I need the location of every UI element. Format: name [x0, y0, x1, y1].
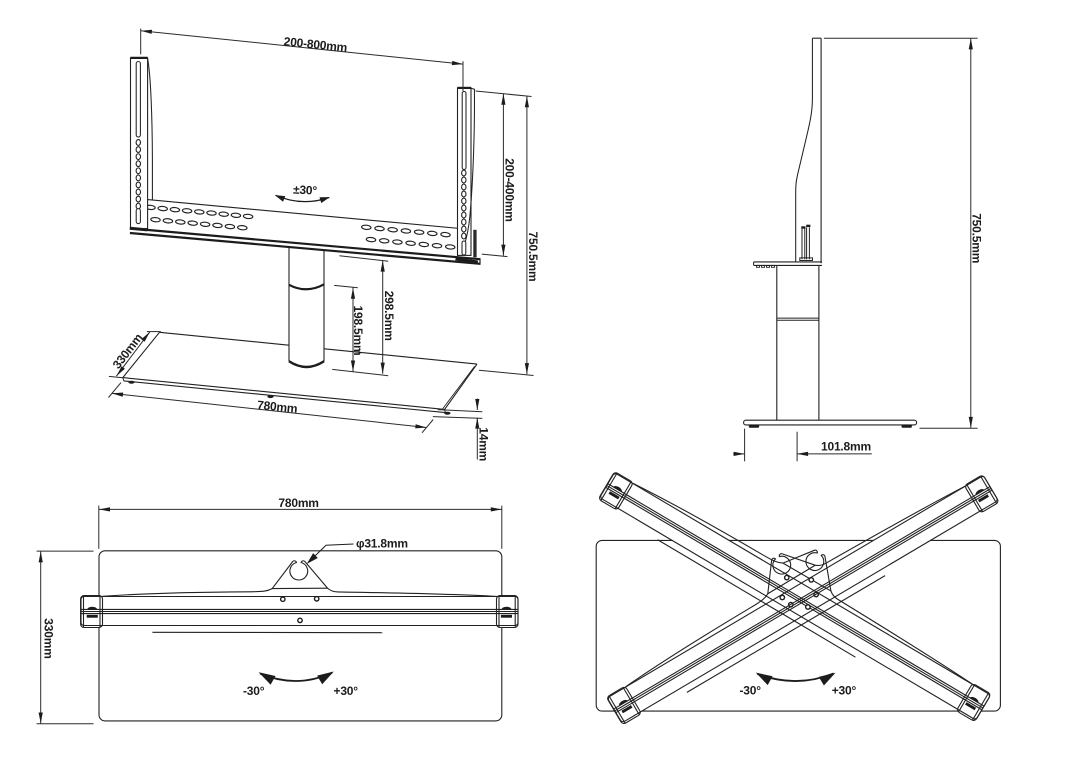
svg-text:+30°: +30°: [832, 684, 857, 698]
svg-text:±30°: ±30°: [293, 182, 318, 197]
svg-text:780mm: 780mm: [278, 496, 318, 510]
svg-text:101.8mm: 101.8mm: [821, 440, 871, 454]
svg-text:200-400mm: 200-400mm: [502, 158, 516, 222]
svg-text:φ31.8mm: φ31.8mm: [356, 537, 408, 551]
svg-text:14mm: 14mm: [476, 427, 490, 461]
svg-text:750.5mm: 750.5mm: [526, 232, 540, 282]
svg-text:-30°: -30°: [243, 684, 265, 698]
svg-text:750.5mm: 750.5mm: [970, 213, 984, 263]
svg-text:-30°: -30°: [740, 684, 762, 698]
svg-text:200-800mm: 200-800mm: [283, 34, 348, 54]
svg-text:780mm: 780mm: [256, 398, 298, 416]
svg-text:198.5mm: 198.5mm: [351, 306, 365, 356]
svg-text:298.5mm: 298.5mm: [382, 291, 396, 341]
svg-text:330mm: 330mm: [41, 618, 55, 658]
svg-text:+30°: +30°: [334, 684, 359, 698]
